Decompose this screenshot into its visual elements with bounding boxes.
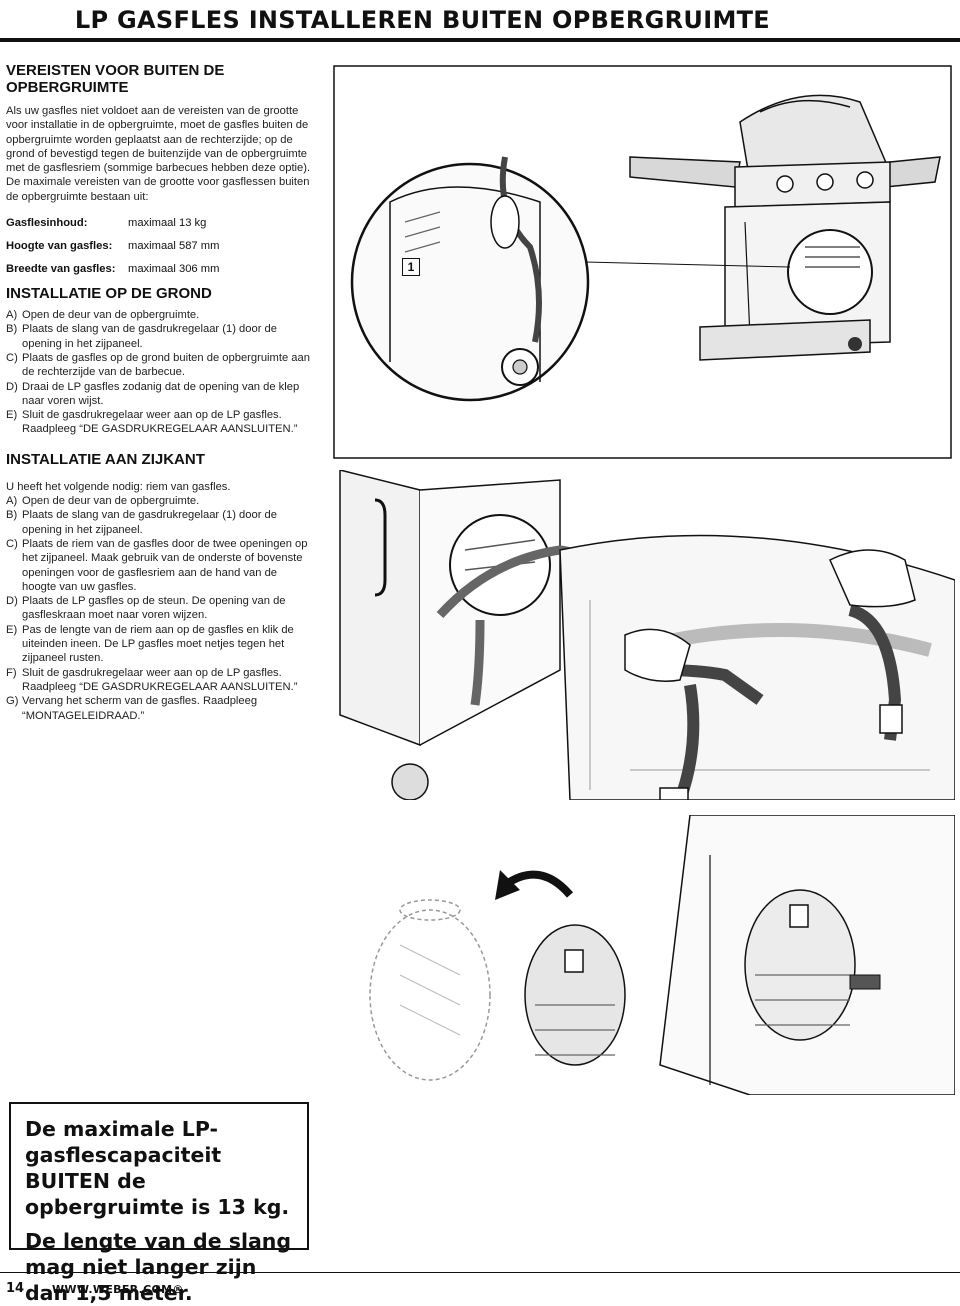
list-item: B) Plaats de slang van de gasdrukregelaar…: [6, 508, 314, 537]
step-letter: C): [6, 351, 18, 364]
step-letter: A): [6, 309, 18, 322]
list-item: D) Draai de LP gasfles zodanig dat de ope…: [6, 380, 314, 409]
list-item: E) Pas de lengte van de riem aan op de ga…: [6, 623, 314, 666]
step-text: Plaats de slang van de gasdrukregelaar (…: [22, 509, 277, 536]
page-title: LP GASFLES INSTALLEREN BUITEN OPBERGRUIM…: [74, 6, 770, 34]
side-strap-illustration: [339, 470, 955, 800]
spec-value: maximaal 13 kg: [128, 217, 207, 230]
step-text: Plaats de slang van de gasdrukregelaar (…: [22, 323, 277, 350]
step-text: Draai de LP gasfles zodanig dat de openi…: [22, 380, 300, 407]
step-letter: E): [6, 409, 18, 422]
list-item: A) Open de deur van de opbergruimte.: [6, 494, 314, 508]
spec-value: maximaal 587 mm: [128, 240, 220, 253]
page-number: 14: [6, 1281, 25, 1296]
spec-label: Hoogte van gasfles:: [6, 240, 113, 253]
requirements-heading-line1: VEREISTEN VOOR BUITEN DE: [6, 62, 225, 79]
step-letter: B): [6, 509, 18, 522]
list-item: D) Plaats de LP gasfles op de steun. De o…: [6, 594, 314, 623]
capacity-warning: De maximale LP-gasflescapaciteit BUITEN …: [25, 1117, 290, 1219]
side-install-steps: A) Open de deur van de opbergruimte. B) Pl…: [6, 494, 314, 723]
website-url: WWW.WEBER.COM®: [52, 1283, 184, 1296]
step-text: Plaats de LP gasfles op de steun. De ope…: [22, 595, 286, 622]
step-text: Open de deur van de opbergruimte.: [22, 495, 200, 508]
size-spec-list: Gasflesinhoud: maximaal 13 kg Hoogte van…: [6, 216, 314, 276]
spec-row: Gasflesinhoud: maximaal 13 kg: [6, 216, 314, 230]
list-item: C) Plaats de riem van de gasfles door de …: [6, 537, 314, 594]
footer-rule: [0, 1272, 960, 1273]
step-letter: C): [6, 537, 18, 550]
list-item: A) Open de deur van de opbergruimte.: [6, 308, 314, 322]
list-item: F) Sluit de gasdrukregelaar weer aan op d…: [6, 666, 314, 695]
step-letter: B): [6, 323, 18, 336]
step-letter: A): [6, 495, 18, 508]
step-text: Sluit de gasdrukregelaar weer aan op de …: [22, 409, 298, 436]
list-item: G)Vervang het scherm van de gasfles. Raa…: [6, 694, 314, 723]
step-text: Open de deur van de opbergruimte.: [22, 309, 200, 322]
list-item: C) Plaats de gasfles op de grond buiten d…: [6, 351, 314, 380]
step-text: Vervang het scherm van de gasfles. Raadp…: [22, 695, 258, 722]
callout-number-box: 1: [402, 258, 420, 276]
spec-value: maximaal 306 mm: [128, 263, 220, 276]
grill-ground-tank-illustration: [333, 65, 952, 459]
ground-install-steps: A) Open de deur van de opbergruimte. B) Pl…: [6, 308, 314, 437]
list-item: E) Sluit de gasdrukregelaar weer aan op d…: [6, 408, 314, 437]
ground-install-heading: INSTALLATIE OP DE GROND: [6, 285, 212, 303]
capacity-warning-box: De maximale LP-gasflescapaciteit BUITEN …: [9, 1102, 309, 1305]
side-install-intro: U heeft het volgende nodig: riem van gas…: [6, 480, 231, 493]
page-header: LP GASFLES INSTALLEREN BUITEN OPBERGRUIM…: [0, 0, 960, 46]
step-letter: F): [6, 666, 17, 679]
requirements-heading: VEREISTEN VOOR BUITEN DE OPBERGRUIMTE: [6, 62, 314, 96]
step-letter: G): [6, 695, 19, 708]
header-rule: [0, 38, 960, 42]
requirements-intro: Als uw gasfles niet voldoet aan de verei…: [6, 105, 311, 203]
tank-mounting-illustration: [369, 815, 955, 1095]
step-text: Sluit de gasdrukregelaar weer aan op de …: [22, 666, 298, 693]
side-install-heading: INSTALLATIE AAN ZIJKANT: [6, 450, 205, 468]
step-text: Pas de lengte van de riem aan op de gasf…: [22, 623, 294, 665]
list-item: B) Plaats de slang van de gasdrukregelaar…: [6, 322, 314, 351]
spec-label: Gasflesinhoud:: [6, 217, 88, 230]
requirements-heading-line2: OPBERGRUIMTE: [6, 79, 129, 96]
step-text: Plaats de riem van de gasfles door de tw…: [22, 537, 308, 593]
spec-label: Breedte van gasfles:: [6, 263, 116, 276]
step-letter: E): [6, 623, 18, 636]
step-letter: D): [6, 595, 18, 608]
spec-row: Hoogte van gasfles: maximaal 587 mm: [6, 239, 314, 253]
instructions-column: VEREISTEN VOOR BUITEN DE OPBERGRUIMTE Al…: [6, 62, 314, 723]
step-text: Plaats de gasfles op de grond buiten de …: [22, 351, 310, 379]
step-letter: D): [6, 380, 18, 393]
spec-row: Breedte van gasfles: maximaal 306 mm: [6, 262, 314, 276]
